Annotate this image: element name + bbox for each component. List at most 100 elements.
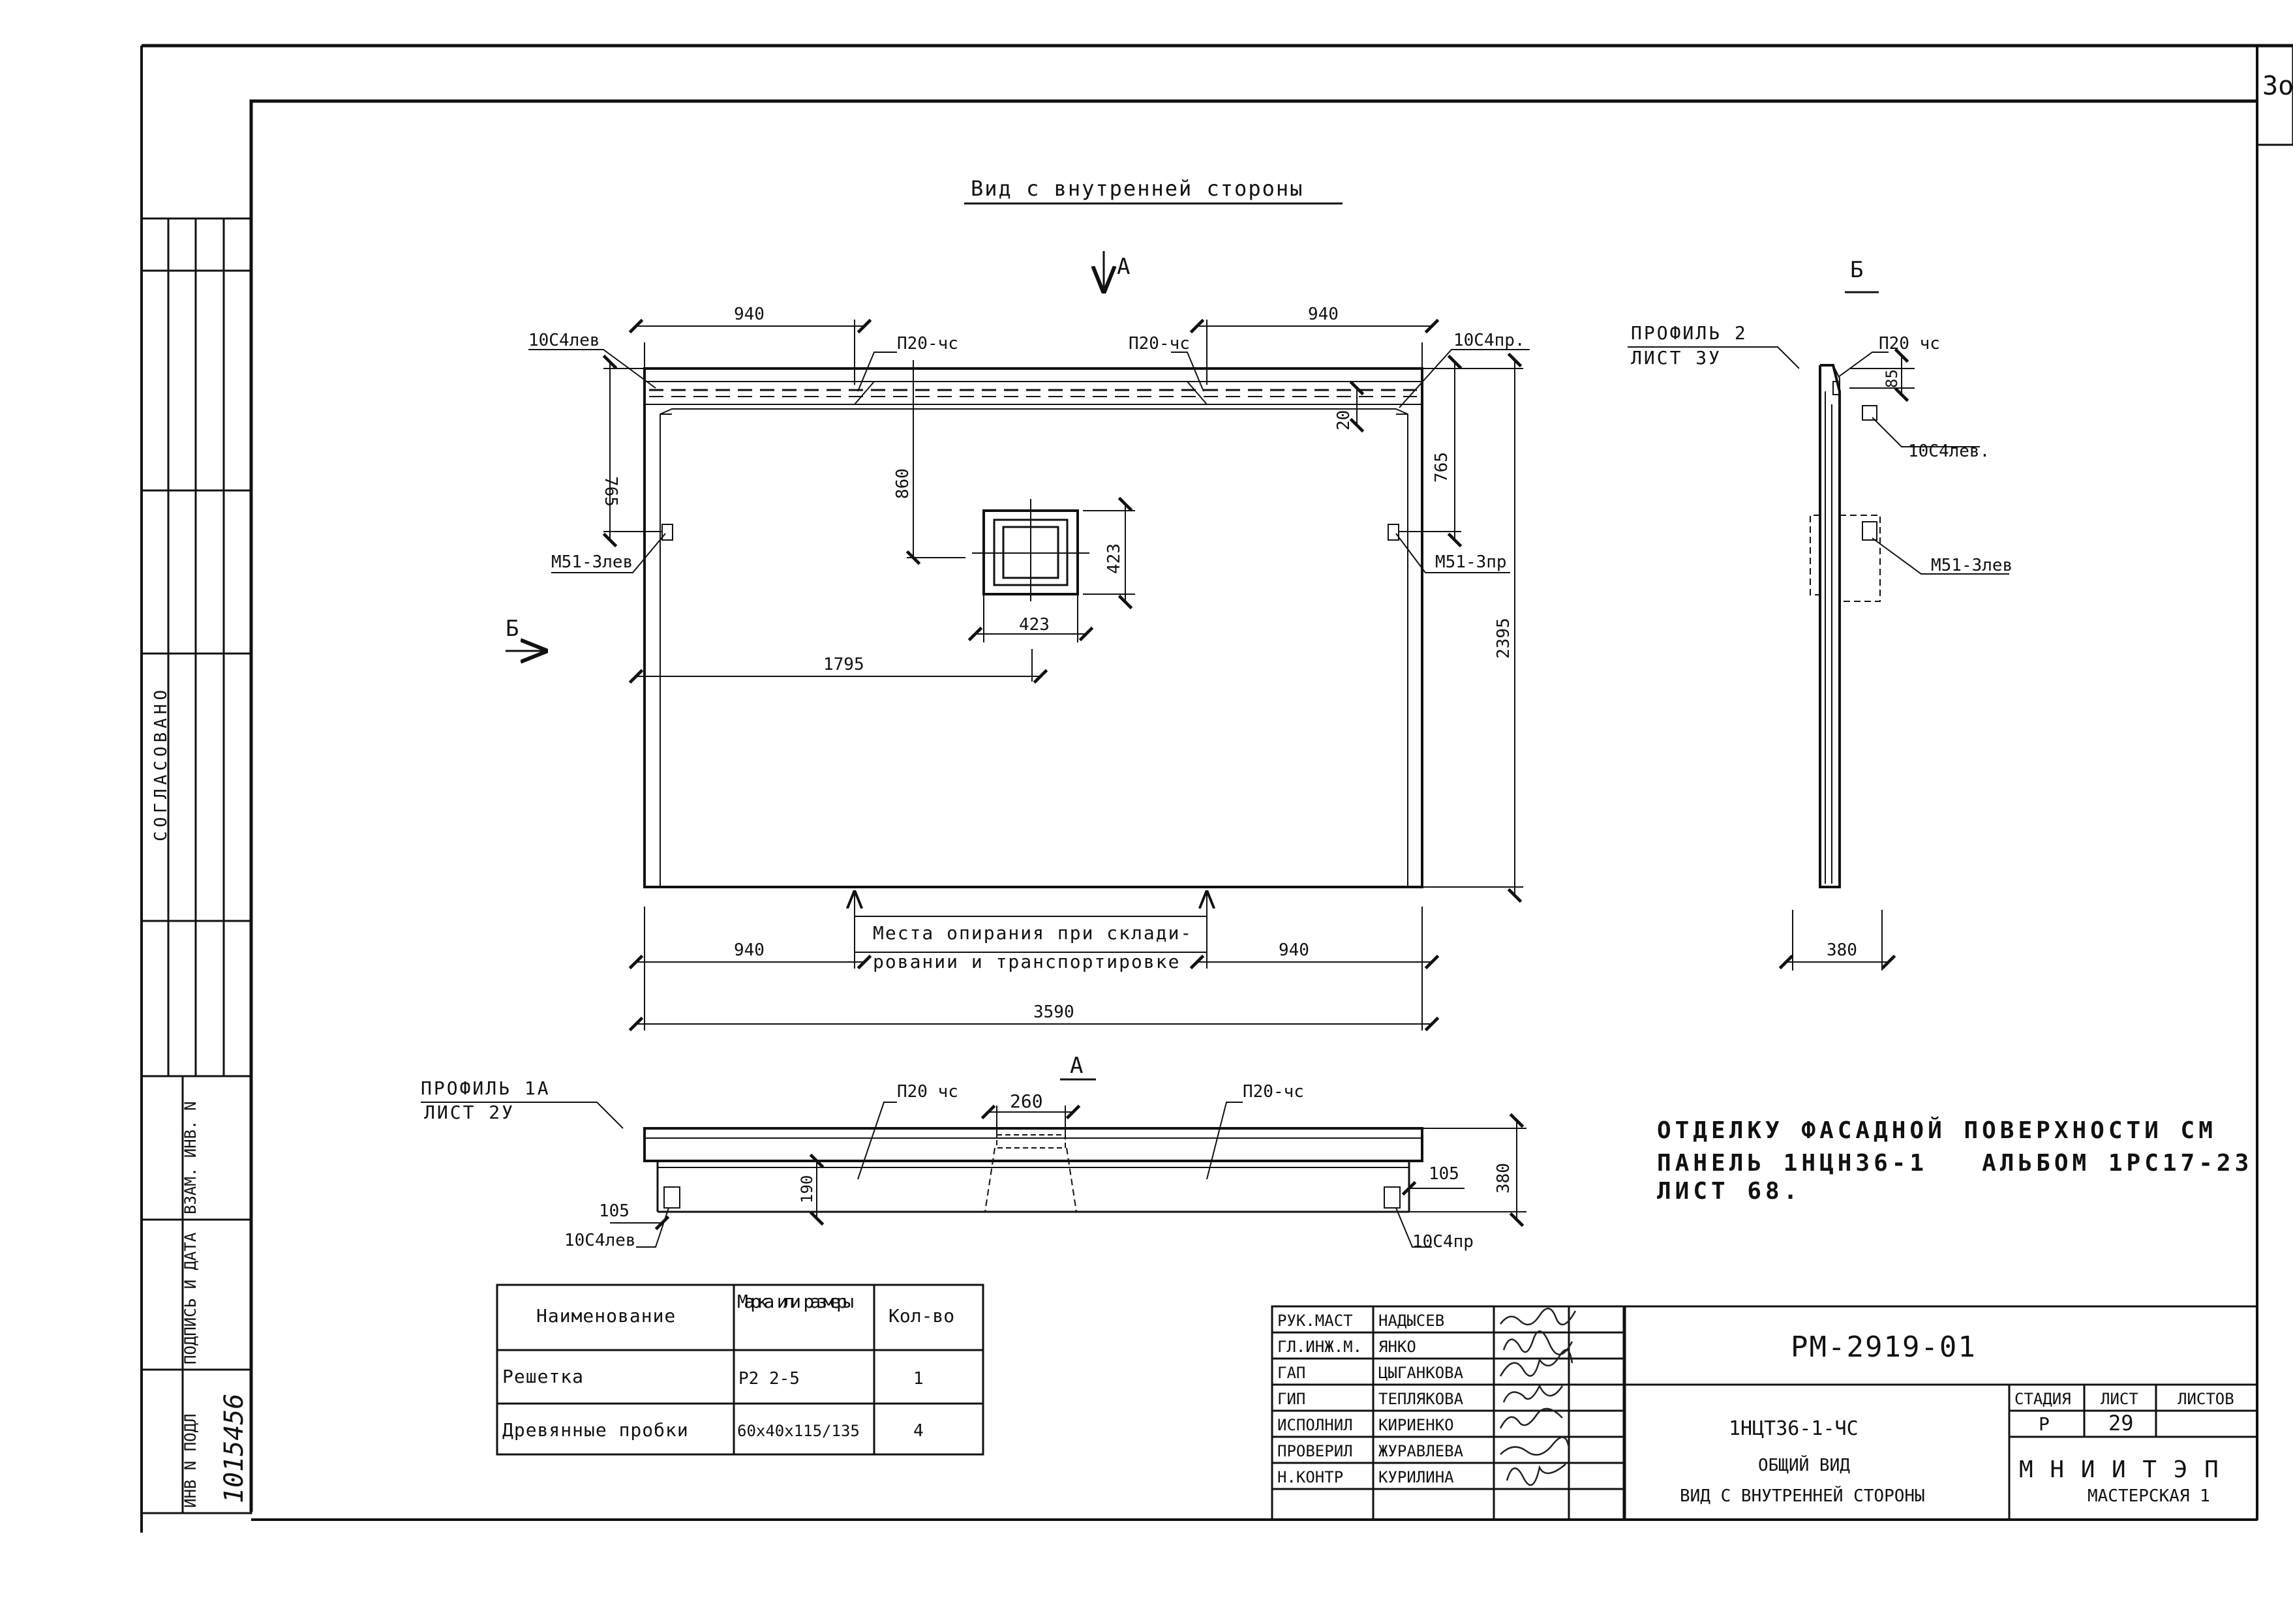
label-p20-right: П20-чс <box>1129 334 1190 353</box>
name-3: ТЕПЛЯКОВА <box>1378 1390 1464 1408</box>
sheets-label: ЛИСТОВ <box>2178 1390 2234 1408</box>
dim-423-vertical: 423 <box>1104 543 1124 574</box>
facade-note-line3: ЛИСТ 68. <box>1657 1178 1801 1205</box>
role-6: Н.КОНТР <box>1277 1468 1343 1486</box>
section-b-p20: П20 чс <box>1879 334 1940 353</box>
dim-left-765: 765 <box>601 476 620 507</box>
description-line1: ОБЩИЙ ВИД <box>1758 1454 1850 1475</box>
window-grille <box>972 499 1089 601</box>
side-stamp-signature-date: ПОДПИСЬ И ДАТА <box>181 1232 200 1364</box>
role-3: ГИП <box>1277 1390 1305 1408</box>
name-0: НАДЫСЕВ <box>1378 1312 1444 1330</box>
section-a-sheet-ref: ЛИСТ 2У <box>424 1102 515 1123</box>
sheet-frame <box>140 44 2293 1533</box>
section-a-dim-190: 190 <box>798 1175 816 1203</box>
section-b-loop: 10С4лев. <box>1908 442 1990 461</box>
section-a-profile: ПРОФИЛЬ 1А <box>421 1077 551 1099</box>
section-b-dim-85: 85 <box>1883 369 1901 388</box>
title-block-roles: РУК.МАСТ НАДЫСЕВ ГЛ.ИНЖ.М. ЯНКО ГАП ЦЫГА… <box>1277 1312 1464 1486</box>
panel-outline <box>643 367 1423 888</box>
role-4: ИСПОЛНИЛ <box>1277 1416 1353 1434</box>
section-a-dim-105-left: 105 <box>599 1201 630 1221</box>
section-b-right-letter: Б <box>1850 257 1863 283</box>
spec-row1-name: Решетка <box>502 1366 584 1387</box>
section-a-bottom-letter: А <box>1070 1053 1083 1079</box>
section-a-dim-380: 380 <box>1494 1163 1513 1194</box>
description-line2: ВИД С ВНУТРЕННЕЙ СТОРОНЫ <box>1680 1485 1925 1506</box>
side-stamp-inv-number: 1015456 <box>219 1393 249 1503</box>
sheet-corner-number: 3о <box>2262 71 2293 101</box>
dim-20: 20 <box>1334 410 1354 430</box>
spec-header-name: Наименование <box>536 1305 676 1327</box>
section-a-loop-left: 10С4лев <box>564 1231 636 1250</box>
spec-row1-qty: 1 <box>913 1369 924 1389</box>
support-note-line2: ровании и транспортировке <box>873 951 1180 972</box>
side-stamp-vzam: ВЗАМ. ИНВ. N <box>181 1102 200 1214</box>
sheet-label: ЛИСТ <box>2101 1390 2138 1408</box>
name-2: ЦЫГАНКОВА <box>1378 1364 1464 1382</box>
main-view <box>506 251 1530 1032</box>
name-4: КИРИЕНКО <box>1378 1416 1454 1434</box>
section-b-view <box>1628 291 2009 970</box>
dim-bottom-left: 940 <box>734 940 765 960</box>
side-stamp-agreed: СОГЛАСОВАНО <box>151 686 171 841</box>
support-note-line1: Места опирания при склади- <box>873 922 1192 944</box>
workshop: МАСТЕРСКАЯ 1 <box>2088 1486 2210 1506</box>
label-m51-left: М51-3лев <box>551 552 633 572</box>
dim-right-765: 765 <box>1432 452 1451 483</box>
facade-note-line1: ОТДЕЛКУ ФАСАДНОЙ ПОВЕРХНОСТИ СМ <box>1657 1117 2217 1144</box>
spec-row1-mark: Р2 2-5 <box>738 1369 800 1389</box>
role-2: ГАП <box>1277 1364 1305 1382</box>
label-p20-left: П20-чс <box>897 334 958 353</box>
title-block <box>1271 1305 2258 1521</box>
section-b-left-letter: Б <box>506 616 519 642</box>
section-a-loop-right: 10С4пр <box>1412 1232 1474 1252</box>
section-b-m51: М51-3лев <box>1931 556 2012 575</box>
section-a-p20-left: П20 чс <box>897 1082 958 1102</box>
dim-423-horizontal: 423 <box>1019 615 1050 635</box>
name-1: ЯНКО <box>1378 1338 1416 1356</box>
spec-row2-mark: 60х40х115/135 <box>737 1422 860 1440</box>
role-5: ПРОВЕРИЛ <box>1277 1442 1353 1460</box>
facade-note-line2: ПАНЕЛЬ 1НЦН36-1 АЛЬБОМ 1РС17-23 <box>1657 1150 2253 1177</box>
signatures <box>1499 1308 1577 1486</box>
role-0: РУК.МАСТ <box>1277 1312 1353 1330</box>
dim-bottom-right: 940 <box>1279 940 1309 960</box>
spec-table <box>496 1284 984 1456</box>
spec-row2-name: Древянные пробки <box>502 1419 689 1441</box>
stage-label: СТАДИЯ <box>2014 1390 2071 1408</box>
section-b-dim-380: 380 <box>1827 940 1857 960</box>
label-loop-right: 10С4пр. <box>1453 331 1525 350</box>
name-6: КУРИЛИНА <box>1378 1468 1454 1486</box>
dim-860: 860 <box>893 468 913 499</box>
stage-value: Р <box>2039 1413 2050 1435</box>
dim-top-left: 940 <box>734 305 765 324</box>
section-a-dim-260: 260 <box>1010 1090 1043 1112</box>
product-code: 1НЦТ36-1-ЧС <box>1729 1417 1859 1440</box>
spec-row2-qty: 4 <box>913 1421 924 1441</box>
dim-2395: 2395 <box>1494 618 1513 659</box>
side-stamp-inv-podl: ИНВ N ПОДЛ <box>181 1414 200 1509</box>
document-code: РМ-2919-01 <box>1791 1331 1977 1364</box>
m51-insert-left <box>661 524 673 541</box>
view-title: Вид с внутренней стороны <box>971 176 1303 201</box>
name-5: ЖУРАВЛЕВА <box>1378 1442 1464 1460</box>
organization: М Н И И Т Э П <box>2019 1456 2220 1483</box>
label-m51-right: М51-3пр <box>1435 552 1507 572</box>
section-a-p20-right: П20-чс <box>1243 1082 1304 1102</box>
section-a-dim-105-right: 105 <box>1429 1164 1459 1184</box>
section-a-view <box>421 1078 1526 1248</box>
m51-insert-right <box>1388 524 1399 541</box>
label-loop-left: 10С4лев <box>528 331 600 350</box>
spec-header-mark: Марка или размеры <box>737 1291 855 1312</box>
dim-total: 3590 <box>1033 1002 1074 1022</box>
role-1: ГЛ.ИНЖ.М. <box>1277 1338 1362 1356</box>
dim-1795: 1795 <box>823 655 864 674</box>
sheet-value: 29 <box>2108 1411 2134 1436</box>
section-b-profile: ПРОФИЛЬ 2 <box>1631 322 1748 344</box>
section-b-sheet-ref: ЛИСТ 3У <box>1631 347 1722 368</box>
section-a-top-letter: А <box>1117 254 1130 280</box>
spec-header-qty: Кол-во <box>888 1305 954 1327</box>
side-stamp <box>140 217 252 1514</box>
